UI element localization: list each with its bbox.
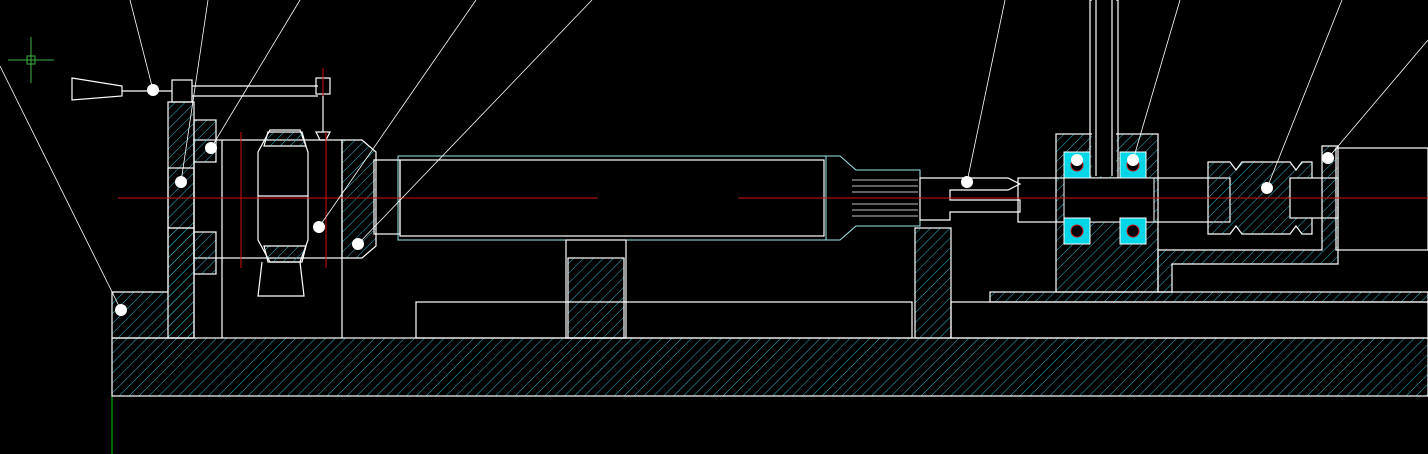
base-plate [111, 337, 1428, 397]
housing-left-hub [193, 119, 217, 163]
balloon-dot [115, 304, 127, 316]
right-rail [950, 301, 1428, 339]
balloon-dot [1071, 154, 1083, 166]
housing-right-flange [341, 139, 377, 259]
center-lines [118, 68, 1428, 268]
barrel-nose [825, 155, 921, 241]
leader-callouts [0, 0, 1428, 311]
crosshair-cursor-icon [8, 37, 54, 83]
balloon-dot [175, 176, 187, 188]
balloon-dot [1127, 154, 1139, 166]
spur-gear [257, 129, 309, 297]
balloon-dot [352, 238, 364, 250]
balloon-dot [961, 176, 973, 188]
left-bracket-inner [167, 227, 195, 339]
clamp-handle [71, 77, 331, 141]
balloon-dot [1261, 182, 1273, 194]
housing-left-hub-lower [193, 231, 217, 275]
balloon-dot [313, 221, 325, 233]
bearing-housing [1055, 0, 1159, 293]
motor-bracket [1157, 145, 1339, 293]
support-block-left-hatch [567, 257, 625, 339]
motor-body [1335, 147, 1428, 251]
right-rail-top [989, 291, 1428, 303]
balloon-dot [1322, 152, 1334, 164]
part-balloons [115, 84, 1334, 316]
balloon-dot [147, 84, 159, 96]
balloon-dot [205, 142, 217, 154]
support-block-right [914, 227, 952, 339]
slide-rail [415, 301, 913, 339]
